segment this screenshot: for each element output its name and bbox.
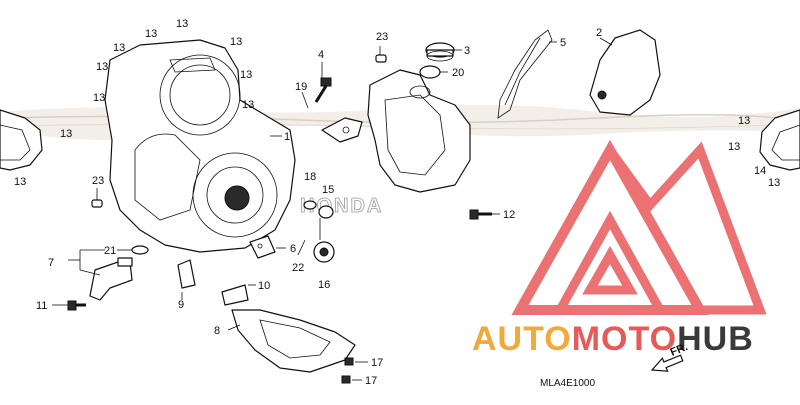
callouts: 1 2 3 4 5 6 7 8 9 10 11 12 13 13 13 13 1… [14,18,780,387]
watermark-brand: AUTOMOTOHUB [472,320,754,358]
callout-15: 15 [322,184,334,196]
center-housing [367,69,471,193]
callout-1: 1 [284,131,290,143]
callout-18: 18 [304,171,316,183]
callout-8: 8 [214,325,220,337]
callout-13-j: 13 [14,176,26,188]
callout-3: 3 [464,45,470,57]
callout-13-h: 13 [242,99,254,111]
callout-5: 5 [560,37,566,49]
callout-13-f: 13 [240,69,252,81]
callout-13-e: 13 [96,61,108,73]
callout-9: 9 [178,299,184,311]
callout-13-l: 13 [728,141,740,153]
left-partial-cover [0,109,43,171]
mounting-plate [249,235,276,259]
washer [303,200,317,210]
gasket [497,29,553,119]
sensor-bolt [67,300,86,311]
callout-23-b: 23 [92,175,104,187]
screw [314,77,332,103]
callout-22: 22 [292,262,304,274]
callout-20: 20 [452,67,464,79]
cover-plate [589,29,661,116]
callout-13-b: 13 [145,28,157,40]
svg-text:AUTOMOTOHUB: AUTOMOTOHUB [472,320,754,358]
brand-auto: AUTO [472,320,572,358]
callout-11: 11 [36,300,47,312]
callout-13-m: 13 [768,177,780,189]
callout-13-g: 13 [93,92,105,104]
callout-13-i: 13 [60,128,72,140]
brand-moto: MOTO [572,320,677,358]
callout-13-a: 13 [176,18,188,30]
callout-19: 19 [295,81,307,93]
flange-bolt [469,209,492,220]
sensor [89,245,149,301]
callout-12: 12 [503,209,515,221]
callout-17-b: 17 [365,375,377,387]
callout-13-c: 13 [113,42,125,54]
callout-4: 4 [318,49,324,61]
watermark-logo [511,139,767,315]
dowel-pin [375,54,387,63]
bolt-17-upper [344,357,354,366]
stay-bracket [177,259,249,306]
callout-6: 6 [290,243,296,255]
callout-13-d: 13 [230,36,242,48]
seal [318,205,334,219]
o-ring [419,65,441,79]
callout-16: 16 [318,279,330,291]
leader-lines [52,37,613,381]
right-partial-cover [759,109,800,171]
drawing-code: MLA4E1000 [540,378,595,389]
callout-13-k: 13 [738,115,750,127]
callout-23-a: 23 [376,31,388,43]
dowel-pin-left [91,199,103,208]
callout-2: 2 [596,27,602,39]
callout-21: 21 [104,245,116,257]
callout-14: 14 [754,165,766,177]
cap [313,241,335,263]
watermark-triangle-icon [511,139,767,315]
oil-filler-cap [425,42,455,62]
front-arrow-icon [650,354,684,372]
brand-hub: HUB [677,320,754,358]
bolt-17-lower [341,375,351,384]
callout-17-a: 17 [371,357,383,369]
skid-plate [231,309,356,373]
callout-7: 7 [48,257,54,269]
callout-10: 10 [258,280,270,292]
small-bracket [321,117,363,143]
